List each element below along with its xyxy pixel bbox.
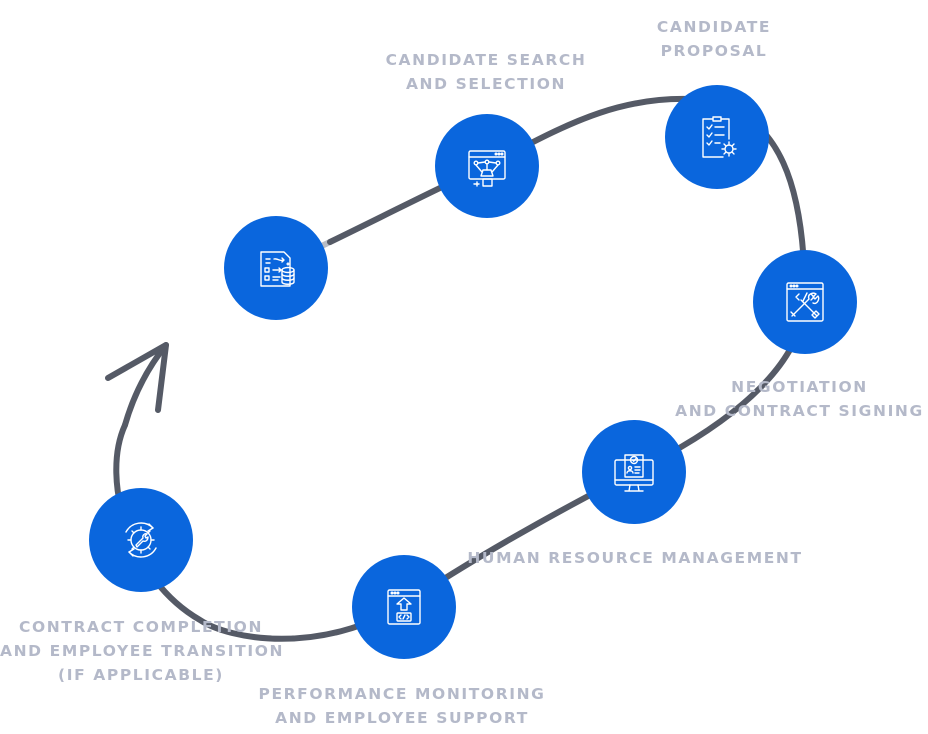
step-node-4 [753,250,857,354]
step-node-6 [352,555,456,659]
cycle-gear-wrench-icon [125,522,157,558]
step-label-3-line-2: PROPOSAL [660,42,768,60]
step-label-2-line-1: CANDIDATE SEARCH [385,51,587,69]
step-node-4-circle [753,250,857,354]
step-label-6-line-1: PERFORMANCE MONITORING [258,685,546,703]
step-label-7-line-3: (IF APPLICABLE) [58,666,224,684]
step-label-5: HUMAN RESOURCE MANAGEMENT [458,546,812,570]
step-label-4: NEGOTIATION AND CONTRACT SIGNING [671,375,928,423]
web-network-search-icon [468,150,506,187]
step-node-1-circle [224,216,328,320]
checklist-document-gear-icon [702,116,737,158]
code-tools-icon [786,282,824,322]
plan-budget-icon [260,251,295,287]
step-label-3-line-1: CANDIDATE [656,18,772,36]
step-label-2-line-2: AND SELECTION [405,75,567,93]
step-node-6-circle [352,555,456,659]
step-label-5-line-1: HUMAN RESOURCE MANAGEMENT [467,549,803,567]
step-node-5 [582,420,686,524]
path-main-segment [113,95,808,642]
arrow-head-icon [105,342,169,413]
step-node-7 [89,488,193,592]
step-label-3: CANDIDATE PROPOSAL [624,15,804,63]
upload-code-window-icon [387,589,421,625]
step-node-1 [224,216,328,320]
step-label-7-line-1: CONTRACT COMPLETION [18,618,264,636]
step-label-4-line-1: NEGOTIATION [731,378,868,396]
step-label-7: CONTRACT COMPLETION AND EMPLOYEE TRANSIT… [0,615,282,687]
step-node-5-circle [582,420,686,524]
monitor-profile-icon [614,454,654,492]
step-label-4-line-2: AND CONTRACT SIGNING [675,402,924,420]
step-label-7-line-2: AND EMPLOYEE TRANSITION [0,642,285,660]
step-label-2: CANDIDATE SEARCH AND SELECTION [369,48,603,96]
step-node-3 [665,85,769,189]
step-label-6-line-2: AND EMPLOYEE SUPPORT [275,709,529,727]
step-node-2 [435,114,539,218]
step-label-6: PERFORMANCE MONITORING AND EMPLOYEE SUPP… [252,682,552,730]
step-node-3-circle [665,85,769,189]
